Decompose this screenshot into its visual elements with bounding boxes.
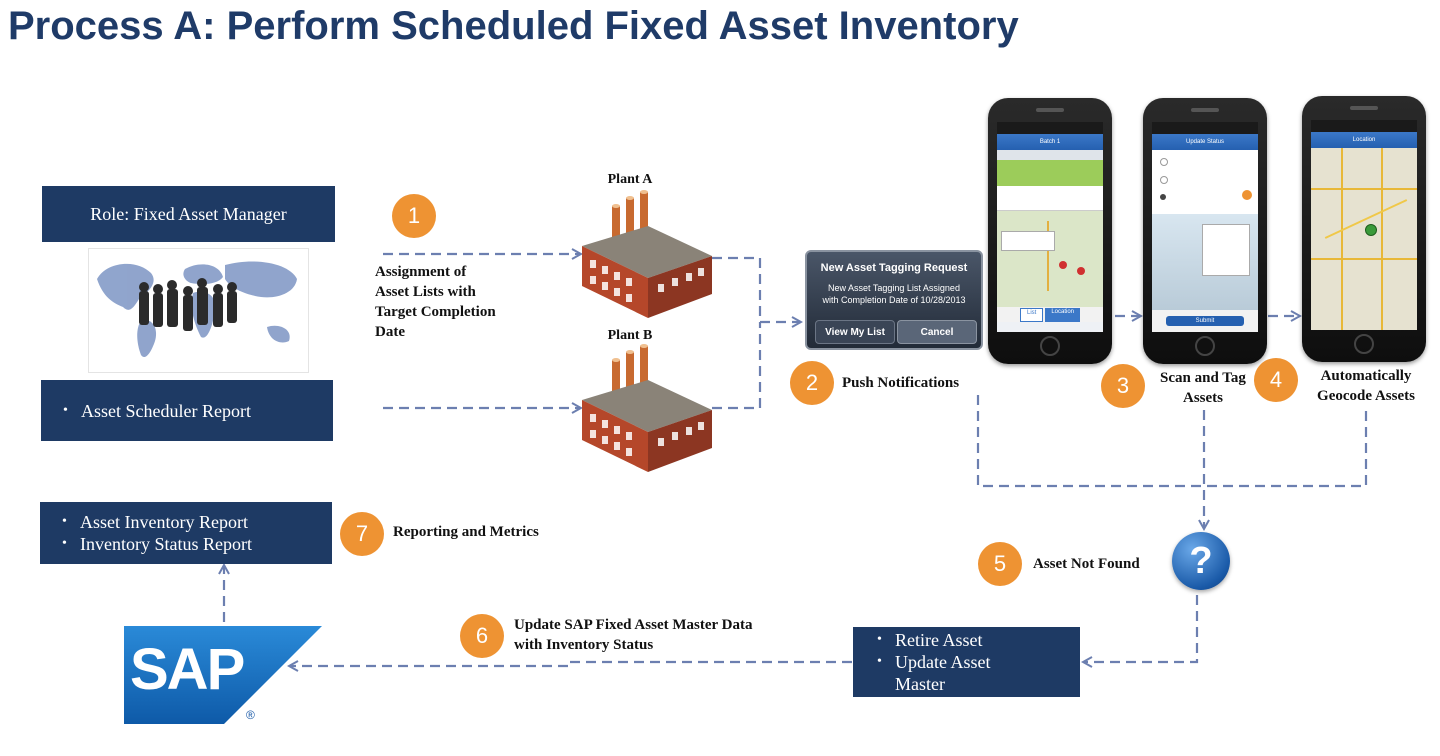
role-label: Role: Fixed Asset Manager xyxy=(90,203,287,224)
step-1-label: Assignment of Asset Lists with Target Co… xyxy=(375,264,496,340)
report-box: Asset Inventory Report Inventory Status … xyxy=(40,502,332,564)
notification-title: New Asset Tagging Request xyxy=(820,262,968,274)
phone2-title: Update Status xyxy=(1152,134,1258,150)
plant-a-to-merge xyxy=(712,256,762,322)
step-4-label: Automatically Geocode Assets xyxy=(1317,368,1415,404)
step-2-label: Push Notifications xyxy=(842,375,960,391)
step-5-badge: 5 xyxy=(978,542,1022,586)
update-master-item: Update Asset Master xyxy=(877,651,1015,695)
role-box: Role: Fixed Asset Manager xyxy=(42,186,335,242)
step-7-label: Reporting and Metrics xyxy=(393,524,539,540)
step-6-badge: 6 xyxy=(460,614,504,658)
retire-box: Retire Asset Update Asset Master xyxy=(853,627,1080,697)
step-1-badge: 1 xyxy=(392,194,436,238)
phone1-tab-location[interactable]: Location xyxy=(1045,308,1081,322)
phone3-title: Location xyxy=(1311,132,1417,148)
phone-list-screen: Batch 1 List Location xyxy=(988,98,1112,364)
plant-a-factory-icon xyxy=(582,190,712,318)
step-2-badge: 2 xyxy=(790,361,834,405)
return-line xyxy=(976,395,1368,488)
sap-logo: SAP ® xyxy=(124,626,322,724)
arrow-to-retire xyxy=(1084,595,1199,662)
question-icon: ? xyxy=(1172,532,1230,590)
notification-body: New Asset Tagging List Assigned with Com… xyxy=(822,283,966,305)
status-report-item: Inventory Status Report xyxy=(62,533,252,555)
retire-asset-item: Retire Asset xyxy=(877,629,1015,651)
arrow-to-sap xyxy=(290,662,852,666)
phone1-title: Batch 1 xyxy=(997,134,1103,150)
phone1-tab-list[interactable]: List xyxy=(1019,308,1044,322)
step-3-badge: 3 xyxy=(1101,364,1145,408)
phone2-submit-button[interactable]: Submit xyxy=(1165,316,1245,326)
view-my-list-button[interactable]: View My List xyxy=(815,320,895,344)
step-5-label: Asset Not Found xyxy=(1033,556,1140,572)
phone-status-screen: Update Status Submit xyxy=(1143,98,1267,364)
step-7-badge: 7 xyxy=(340,512,384,556)
plant-b-to-merge xyxy=(712,322,762,410)
plant-b-label: Plant B xyxy=(607,328,653,343)
cancel-button[interactable]: Cancel xyxy=(897,320,977,344)
plant-b-factory-icon xyxy=(582,344,712,472)
plant-a-label: Plant A xyxy=(607,172,653,187)
step-3-label: Scan and Tag Assets xyxy=(1160,370,1246,406)
scheduler-report-box: Asset Scheduler Report xyxy=(41,380,333,441)
page-title: Process A: Perform Scheduled Fixed Asset… xyxy=(8,4,1019,48)
question-glyph: ? xyxy=(1189,539,1213,582)
scheduler-report-item: Asset Scheduler Report xyxy=(63,400,251,422)
sap-logo-text: SAP xyxy=(130,637,245,702)
sap-registered-mark: ® xyxy=(246,708,255,722)
step-4-badge: 4 xyxy=(1254,358,1298,402)
notification-dialog: New Asset Tagging Request New Asset Tagg… xyxy=(805,250,983,350)
world-map-team-image xyxy=(88,248,309,373)
step-6-label: Update SAP Fixed Asset Master Data with … xyxy=(514,617,753,653)
phone-map-screen: Location xyxy=(1302,96,1426,362)
inventory-report-item: Asset Inventory Report xyxy=(62,511,252,533)
